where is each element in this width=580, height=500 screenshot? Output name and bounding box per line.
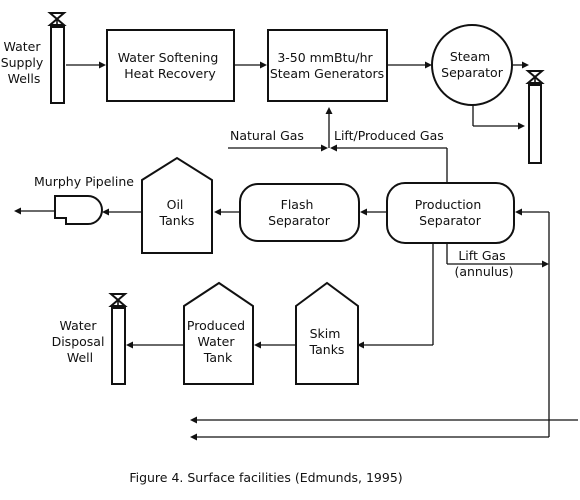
water-disposal-well: [108, 293, 128, 385]
water-disposal-well-label: Water Disposal Well: [52, 318, 109, 365]
water-softening-box: [106, 29, 235, 102]
water-supply-wells-label: Water Supply Wells: [1, 39, 48, 86]
skim-tanks-shape: [295, 281, 359, 385]
flash-separator-label: Flash Separator: [268, 197, 331, 228]
natural-gas-label: Natural Gas: [230, 128, 304, 143]
disposal-well-pipe: [111, 307, 126, 385]
supply-well-pipe: [50, 26, 65, 104]
pipeline-pump: [54, 195, 103, 225]
steam-generators-label: 3-50 mmBtu/hr Steam Generators: [270, 50, 384, 81]
oil-tanks-label: Oil Tanks: [159, 197, 195, 228]
production-separator-label: Production Separator: [415, 197, 486, 228]
lift-produced-gas-label: Lift/Produced Gas: [334, 128, 444, 143]
steam-separator-label: Steam Separator: [441, 49, 504, 80]
lift-gas-label: Lift Gas (annulus): [454, 248, 513, 279]
water-softening-label: Water Softening Heat Recovery: [118, 50, 223, 81]
production-separator-shape: [386, 182, 515, 244]
steam-generators-box: [267, 29, 388, 102]
pump-icon: [54, 195, 103, 225]
skim-tanks-label: Skim Tanks: [309, 326, 345, 357]
flash-separator-shape: [239, 183, 360, 242]
oil-tanks-shape: [141, 156, 213, 254]
steam-separator-circle: [431, 24, 513, 106]
produced-water-tank-label: Produced Water Tank: [187, 318, 249, 365]
water-supply-well: [47, 12, 67, 104]
injection-well-pipe: [528, 84, 542, 164]
steam-injection-well: [525, 70, 545, 164]
produced-water-tank-shape: [183, 281, 254, 385]
figure-caption: Figure 4. Surface facilities (Edmunds, 1…: [129, 470, 402, 485]
flow-lines: [14, 61, 578, 441]
murphy-pipeline-label: Murphy Pipeline: [34, 174, 134, 189]
